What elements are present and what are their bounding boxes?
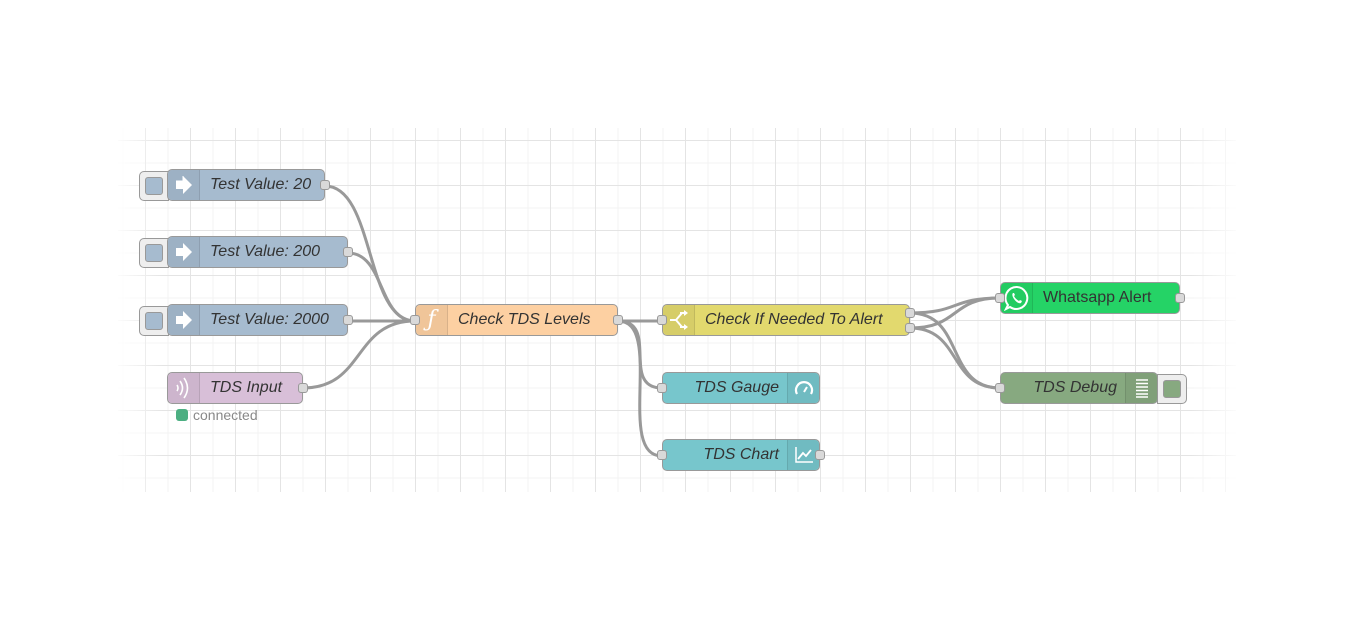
node-status: connected (176, 407, 258, 423)
arrow-in-icon (168, 305, 200, 335)
node-label: TDS Chart (703, 446, 779, 463)
output-port[interactable] (815, 450, 825, 460)
node-test-value-200[interactable]: Test Value: 200 (167, 236, 353, 268)
node-tds-input[interactable]: TDS Input (167, 372, 308, 404)
node-label: TDS Debug (1033, 379, 1117, 396)
debug-toggle-face[interactable] (1163, 380, 1181, 398)
output-port-1[interactable] (905, 308, 915, 318)
node-label: Check If Needed To Alert (705, 311, 883, 328)
node-test-value-2000[interactable]: Test Value: 2000 (167, 304, 353, 336)
input-port[interactable] (995, 383, 1005, 393)
gauge-icon (787, 373, 819, 403)
output-port[interactable] (320, 180, 330, 190)
input-port[interactable] (657, 383, 667, 393)
node-label: Check TDS Levels (458, 311, 591, 328)
status-text: connected (193, 407, 258, 423)
node-label: Test Value: 2000 (210, 311, 329, 328)
node-label: TDS Gauge (694, 379, 779, 396)
debug-list-icon (1125, 373, 1157, 403)
inject-button-face[interactable] (145, 244, 163, 262)
inject-button-face[interactable] (145, 312, 163, 330)
node-tds-gauge[interactable]: TDS Gauge (657, 372, 820, 404)
inject-button-face[interactable] (145, 177, 163, 195)
input-port[interactable] (995, 293, 1005, 303)
output-port[interactable] (613, 315, 623, 325)
inject-button[interactable] (139, 171, 169, 201)
output-port-2[interactable] (905, 323, 915, 333)
node-tds-chart[interactable]: TDS Chart (657, 439, 825, 471)
node-label: Test Value: 20 (210, 176, 312, 193)
output-port[interactable] (298, 383, 308, 393)
node-tds-debug[interactable]: TDS Debug (995, 372, 1158, 404)
whatsapp-icon (1001, 283, 1033, 313)
bridge-icon (168, 373, 200, 403)
output-port[interactable] (343, 247, 353, 257)
chart-icon (787, 440, 819, 470)
status-dot-icon (176, 409, 188, 421)
input-port[interactable] (657, 450, 667, 460)
inject-button[interactable] (139, 306, 169, 336)
node-label: Whatsapp Alert (1043, 289, 1152, 306)
output-port[interactable] (1175, 293, 1185, 303)
input-port[interactable] (410, 315, 420, 325)
inject-button[interactable] (139, 238, 169, 268)
node-label: Test Value: 200 (210, 243, 321, 260)
node-label: TDS Input (210, 379, 283, 396)
node-check-tds-levels[interactable]: ƒ Check TDS Levels (410, 304, 623, 336)
output-port[interactable] (343, 315, 353, 325)
debug-toggle-button[interactable] (1157, 374, 1187, 404)
input-port[interactable] (657, 315, 667, 325)
switch-icon (663, 305, 695, 335)
node-check-if-needed-to-alert[interactable]: Check If Needed To Alert (657, 304, 915, 336)
function-icon: ƒ (416, 305, 448, 335)
node-whatsapp-alert[interactable]: Whatsapp Alert (995, 282, 1185, 314)
arrow-in-icon (168, 170, 200, 200)
arrow-in-icon (168, 237, 200, 267)
node-test-value-20[interactable]: Test Value: 20 (167, 169, 330, 201)
